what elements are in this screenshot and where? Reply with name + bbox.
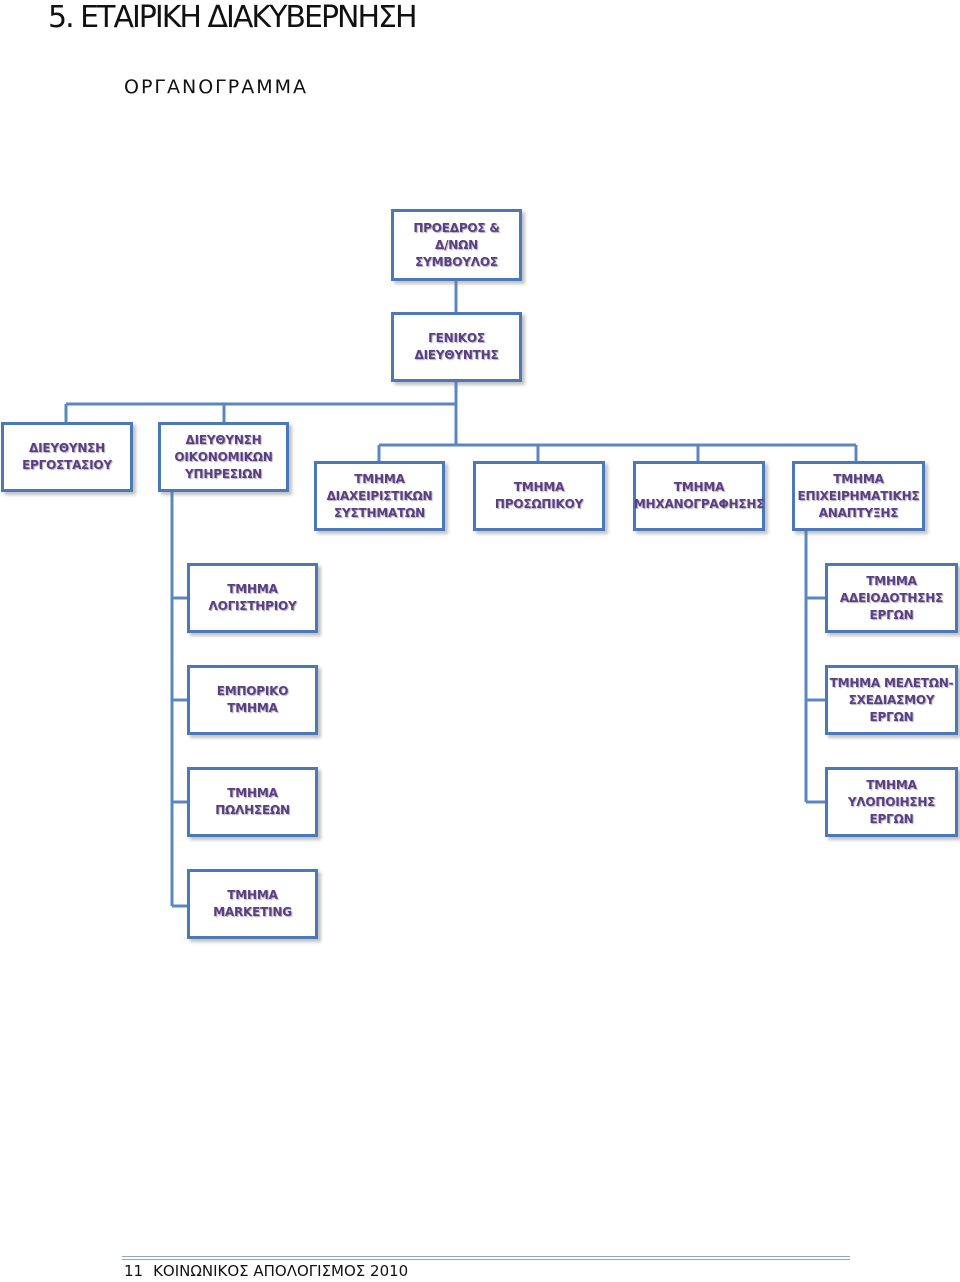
node-marketing: ΤΜΗΜΑ MARKETING bbox=[187, 869, 318, 939]
node-label: ΠΡΟΕΔΡΟΣ & Δ/ΝΩΝ ΣΥΜΒΟΥΛΟΣ bbox=[413, 220, 500, 269]
node-business-development: ΤΜΗΜΑ ΕΠΙΧΕΙΡΗΜΑΤΙΚΗΣ ΑΝΑΠΤΥΞΗΣ bbox=[792, 461, 925, 531]
node-commercial: ΕΜΠΟΡΙΚΟ ΤΜΗΜΑ bbox=[187, 665, 318, 735]
node-personnel: ΤΜΗΜΑ ΠΡΟΣΩΠΙΚΟΥ bbox=[473, 461, 605, 531]
page-subtitle: ΟΡΓΑΝΟΓΡΑΜΜΑ bbox=[124, 76, 308, 98]
node-accounting: ΤΜΗΜΑ ΛΟΓΙΣΤΗΡΙΟΥ bbox=[187, 563, 318, 633]
footer-rule bbox=[122, 1256, 850, 1257]
node-general-manager: ΓΕΝΙΚΟΣ ΔΙΕΥΘΥΝΤΗΣ bbox=[391, 312, 522, 382]
node-label: ΔΙΕΥΘΥΝΣΗ ΟΙΚΟΝΟΜΙΚΩΝ ΥΠΗΡΕΣΙΩΝ bbox=[174, 432, 273, 481]
node-project-design: ΤΜΗΜΑ ΜΕΛΕΤΩΝ- ΣΧΕΔΙΑΣΜΟΥ ΕΡΓΩΝ bbox=[825, 665, 958, 735]
section-title: 5. ΕΤΑΙΡΙΚΗ ΔΙΑΚΥΒΕΡΝΗΣΗ bbox=[48, 0, 418, 35]
node-finance-division: ΔΙΕΥΘΥΝΣΗ ΟΙΚΟΝΟΜΙΚΩΝ ΥΠΗΡΕΣΙΩΝ bbox=[158, 422, 289, 492]
node-label: ΤΜΗΜΑ ΔΙΑΧΕΙΡΙΣΤΙΚΩΝ ΣΥΣΤΗΜΑΤΩΝ bbox=[326, 471, 433, 520]
node-management-systems: ΤΜΗΜΑ ΔΙΑΧΕΙΡΙΣΤΙΚΩΝ ΣΥΣΤΗΜΑΤΩΝ bbox=[314, 461, 445, 531]
footer-rule bbox=[122, 1259, 850, 1260]
node-factory-division: ΔΙΕΥΘΥΝΣΗ ΕΡΓΟΣΤΑΣΙΟΥ bbox=[1, 422, 133, 492]
node-project-licensing: ΤΜΗΜΑ ΑΔΕΙΟΔΟΤΗΣΗΣ ΕΡΓΩΝ bbox=[825, 563, 958, 633]
node-label: ΤΜΗΜΑ ΑΔΕΙΟΔΟΤΗΣΗΣ ΕΡΓΩΝ bbox=[839, 573, 944, 622]
node-label: ΤΜΗΜΑ ΛΟΓΙΣΤΗΡΙΟΥ bbox=[208, 582, 297, 613]
node-label: ΔΙΕΥΘΥΝΣΗ ΕΡΓΟΣΤΑΣΙΟΥ bbox=[22, 441, 112, 472]
node-label: ΤΜΗΜΑ ΜΗΧΑΝΟΓΡΑΦΗΣΗΣ bbox=[633, 480, 765, 511]
node-chairman: ΠΡΟΕΔΡΟΣ & Δ/ΝΩΝ ΣΥΜΒΟΥΛΟΣ bbox=[391, 209, 522, 281]
node-label: ΤΜΗΜΑ ΕΠΙΧΕΙΡΗΜΑΤΙΚΗΣ ΑΝΑΠΤΥΞΗΣ bbox=[797, 471, 920, 520]
node-label: ΕΜΠΟΡΙΚΟ ΤΜΗΜΑ bbox=[216, 684, 289, 715]
node-sales: ΤΜΗΜΑ ΠΩΛΗΣΕΩΝ bbox=[187, 767, 318, 837]
node-label: ΤΜΗΜΑ ΠΩΛΗΣΕΩΝ bbox=[215, 786, 290, 817]
node-it: ΤΜΗΜΑ ΜΗΧΑΝΟΓΡΑΦΗΣΗΣ bbox=[633, 461, 765, 531]
node-label: ΤΜΗΜΑ ΥΛΟΠΟΙΗΣΗΣ ΕΡΓΩΝ bbox=[847, 777, 936, 826]
node-project-implementation: ΤΜΗΜΑ ΥΛΟΠΟΙΗΣΗΣ ΕΡΓΩΝ bbox=[825, 767, 958, 837]
page-number: 11 bbox=[124, 1262, 144, 1280]
node-label: ΓΕΝΙΚΟΣ ΔΙΕΥΘΥΝΤΗΣ bbox=[414, 331, 499, 362]
node-label: ΤΜΗΜΑ MARKETING bbox=[213, 888, 292, 919]
report-title: ΚΟΙΝΩΝΙΚΟΣ ΑΠΟΛΟΓΙΣΜΟΣ 2010 bbox=[153, 1262, 409, 1280]
page-footer: 11 ΚΟΙΝΩΝΙΚΟΣ ΑΠΟΛΟΓΙΣΜΟΣ 2010 bbox=[124, 1262, 408, 1280]
node-label: ΤΜΗΜΑ ΠΡΟΣΩΠΙΚΟΥ bbox=[494, 480, 584, 511]
node-label: ΤΜΗΜΑ ΜΕΛΕΤΩΝ- ΣΧΕΔΙΑΣΜΟΥ ΕΡΓΩΝ bbox=[829, 675, 954, 724]
